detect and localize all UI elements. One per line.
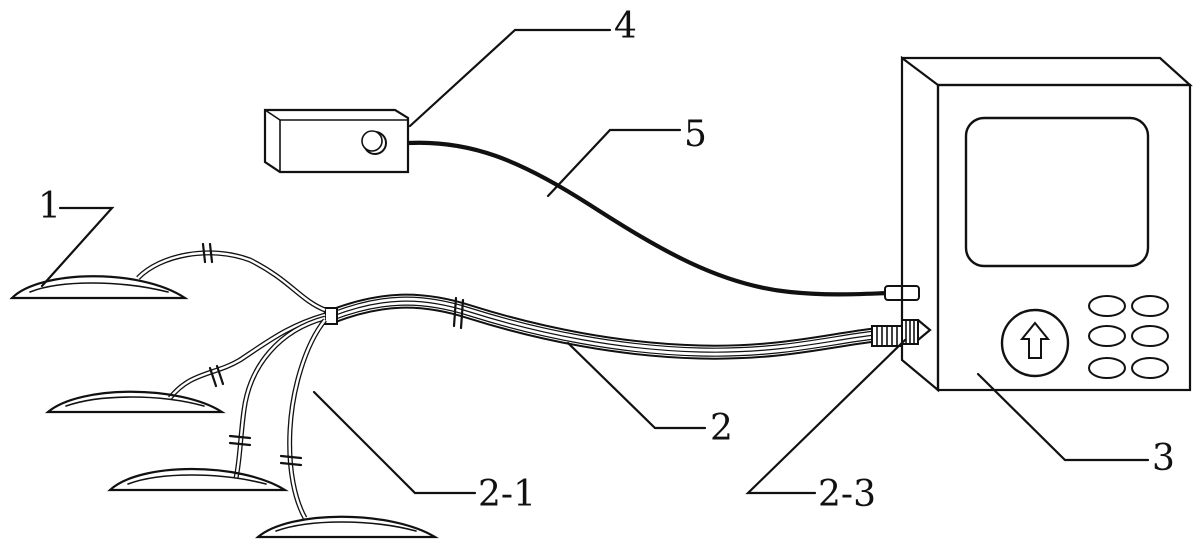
electrode-pad: [107, 467, 289, 492]
pad-wires: [136, 242, 327, 520]
label-1: 1: [38, 186, 61, 227]
leader-3: [976, 372, 1150, 462]
label-2-3: 2-3: [818, 474, 876, 515]
leader-lines: [40, 28, 1150, 495]
leader-2-1: [312, 390, 477, 495]
cable-bundle-2: [330, 293, 876, 360]
leader-5: [546, 128, 682, 198]
keypad-button: [1131, 357, 1169, 379]
label-2: 2: [710, 408, 733, 449]
main-device: [900, 55, 1193, 393]
label-4: 4: [614, 6, 637, 47]
keypad-button: [1088, 325, 1126, 347]
label-5: 5: [684, 114, 707, 155]
keypad-button: [1088, 295, 1126, 317]
remote-control-box: [263, 108, 410, 174]
leader-2-3: [745, 338, 907, 495]
electrode-pad: [254, 515, 439, 539]
device-keypad: [1088, 295, 1169, 379]
label-2-1: 2-1: [478, 474, 536, 515]
connector-2-3: [871, 318, 932, 347]
electrode-pad: [44, 390, 226, 414]
electrode-pad: [9, 275, 189, 300]
up-arrow-icon: [1000, 308, 1070, 378]
leader-1: [40, 206, 115, 288]
leader-4: [408, 28, 612, 128]
keypad-button: [1131, 325, 1169, 347]
cable-5: [407, 140, 891, 297]
leader-2: [566, 341, 707, 430]
keypad-button: [1131, 295, 1169, 317]
label-3: 3: [1152, 438, 1175, 479]
keypad-button: [1088, 357, 1126, 379]
device-screen: [964, 116, 1150, 268]
remote-button-icon: [361, 130, 387, 155]
